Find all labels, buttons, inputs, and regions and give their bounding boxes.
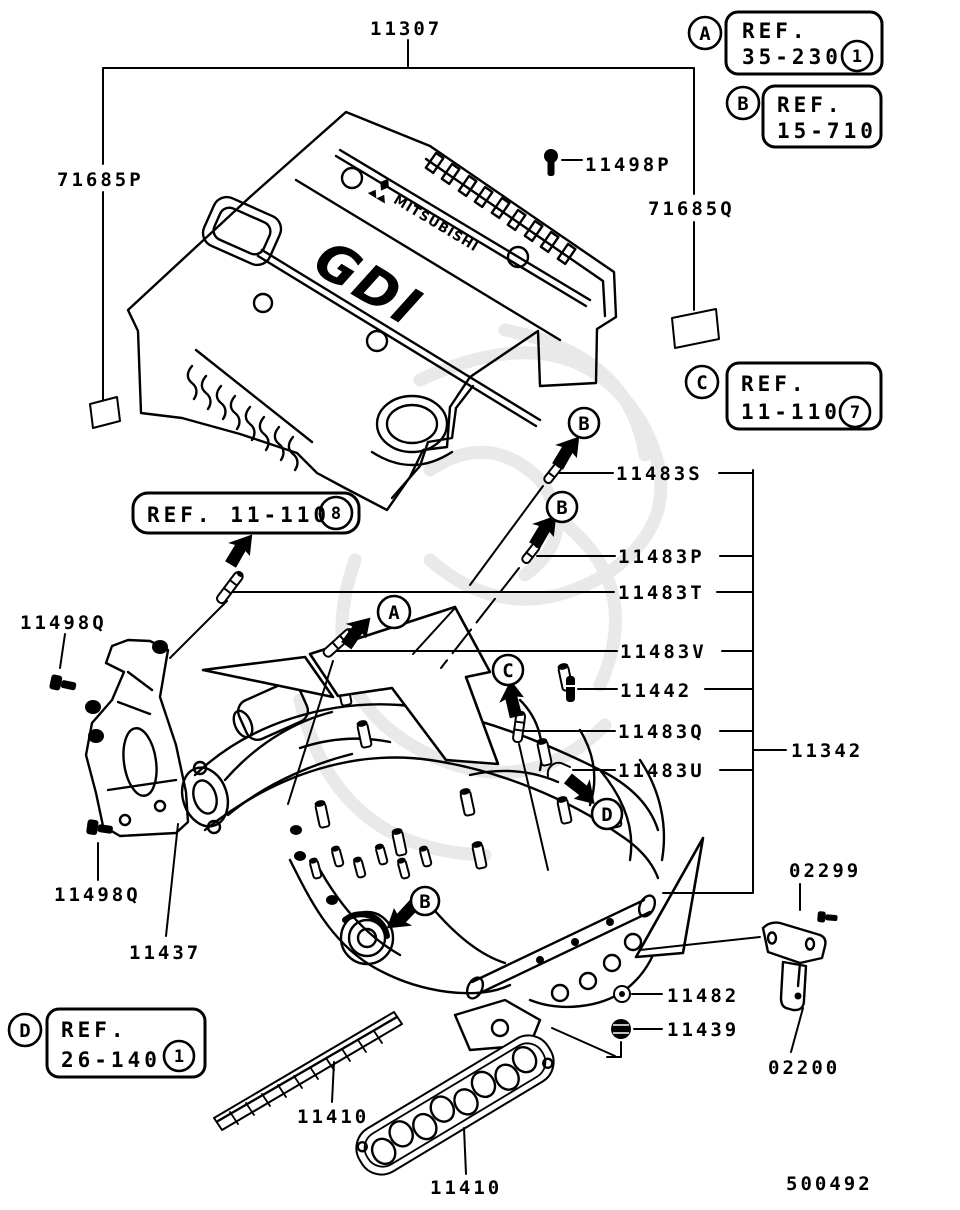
- ref-box-a: REF. 35-230 1: [724, 10, 884, 76]
- ref-box-d: REF. 26-140 1: [45, 1007, 207, 1079]
- gdi-emblem: MITSUBISHI GDI: [304, 178, 481, 339]
- part-label-11410-left: 11410: [297, 1106, 369, 1128]
- nut-icon: [611, 1019, 631, 1039]
- callout-b-circle: B: [545, 490, 579, 524]
- part-label-02299: 02299: [789, 860, 861, 882]
- ref-boxes: REF. 35-230 1 REF. 15-710 REF. 11-110 7 …: [45, 10, 884, 1079]
- ref-qty: 8: [331, 504, 341, 524]
- part-label-11483P: 11483P: [618, 546, 705, 568]
- ref-qty: 1: [174, 1047, 184, 1067]
- part-label-11483T: 11483T: [618, 582, 705, 604]
- ref-text: 15-710: [777, 119, 877, 143]
- arrow-ref8-icon: [225, 534, 253, 568]
- callout-letter: D: [19, 1020, 30, 1042]
- pointer-balloons: [201, 605, 705, 959]
- part-labels: 11307 71685P 11498P 71685Q 11483S 11483P…: [20, 18, 873, 1199]
- part-label-11498Q-lower: 11498Q: [54, 884, 141, 906]
- part-label-11483V: 11483V: [620, 641, 707, 663]
- ref-text: REF.: [741, 372, 808, 396]
- stud-icon: [216, 570, 244, 605]
- part-label-11410-center: 11410: [430, 1177, 502, 1199]
- part-label-11439: 11439: [667, 1019, 739, 1041]
- part-label-11442: 11442: [620, 680, 692, 702]
- callout-d-circle: D: [7, 1012, 43, 1048]
- bolt-icon: [544, 149, 558, 176]
- part-label-71685Q: 71685Q: [648, 198, 735, 220]
- callout-b-circle: B: [567, 406, 601, 440]
- mitsubishi-three-diamond-icon: [367, 178, 389, 204]
- part-label-11482: 11482: [667, 985, 739, 1007]
- bracket-11437-drawing: [84, 638, 190, 838]
- callout-letter: A: [699, 23, 711, 45]
- part-label-11483S: 11483S: [616, 463, 703, 485]
- arrow-c-icon: [499, 680, 524, 719]
- part-label-11307: 11307: [370, 18, 442, 40]
- ref-qty: 1: [852, 47, 862, 67]
- arrow-d-icon: [563, 773, 595, 805]
- part-label-11342: 11342: [791, 740, 863, 762]
- ref-box-c: REF. 11-110 7: [725, 361, 883, 431]
- direction-arrows: [225, 436, 595, 929]
- ref-box-b: REF. 15-710: [761, 84, 883, 149]
- callout-letter: A: [388, 602, 400, 624]
- stay-02200-drawing: [761, 921, 827, 1012]
- gasket-left-drawing: [213, 1011, 403, 1131]
- part-label-11483Q: 11483Q: [618, 721, 705, 743]
- ref-text: REF.: [742, 19, 809, 43]
- part-label-11498P: 11498P: [585, 154, 672, 176]
- callout-c-circle: C: [684, 364, 720, 400]
- bolt-icon: [49, 674, 77, 691]
- callout-c-circle: C: [491, 653, 525, 687]
- callout-circles: A B C D A B B B C D: [7, 15, 761, 1048]
- ref-text: REF.: [777, 93, 844, 117]
- figure-code: 500492: [786, 1173, 873, 1195]
- ref-box-mid: REF. 11-110 8: [131, 491, 361, 535]
- callout-letter: B: [556, 497, 567, 519]
- ref-text: REF. 11-110: [147, 503, 330, 527]
- callout-letter: B: [578, 413, 589, 435]
- ref-text: REF.: [61, 1018, 128, 1042]
- callout-letter: C: [696, 372, 707, 394]
- arrow-a-icon: [341, 617, 371, 650]
- arrow-b1-icon: [552, 436, 580, 470]
- bolt-icon: [86, 819, 113, 835]
- callout-letter: D: [601, 804, 612, 826]
- engine-cover-drawing: MITSUBISHI GDI: [126, 110, 618, 512]
- ref-qty: 7: [850, 403, 860, 423]
- fastener-icons: [49, 149, 838, 1039]
- ref-text: 35-230: [742, 45, 842, 69]
- callout-letter: B: [737, 93, 748, 115]
- ref-text: 11-110: [741, 400, 841, 424]
- callout-letter: B: [419, 891, 430, 913]
- pin-icon: [566, 676, 575, 702]
- callout-letter: C: [502, 660, 513, 682]
- part-label-11498Q-upper: 11498Q: [20, 612, 107, 634]
- gasket-center-drawing: [355, 1034, 555, 1176]
- part-label-02200: 02200: [768, 1057, 840, 1079]
- callout-b-circle: B: [409, 885, 441, 917]
- hook-clip-icon: [546, 761, 571, 777]
- callout-d-circle: D: [590, 797, 624, 831]
- ref-text: 26-140: [61, 1048, 161, 1072]
- callout-b-circle: B: [725, 85, 761, 121]
- part-label-11483U: 11483U: [618, 760, 705, 782]
- bolt-icon: [817, 911, 838, 923]
- callout-a-circle: A: [376, 594, 412, 630]
- part-label-11437: 11437: [129, 942, 201, 964]
- washer-icon: [613, 985, 631, 1003]
- leader-lines: [59, 39, 804, 1175]
- callout-a-circle: A: [687, 15, 723, 51]
- part-label-71685P: 71685P: [57, 169, 144, 191]
- arrow-b2-icon: [529, 515, 557, 549]
